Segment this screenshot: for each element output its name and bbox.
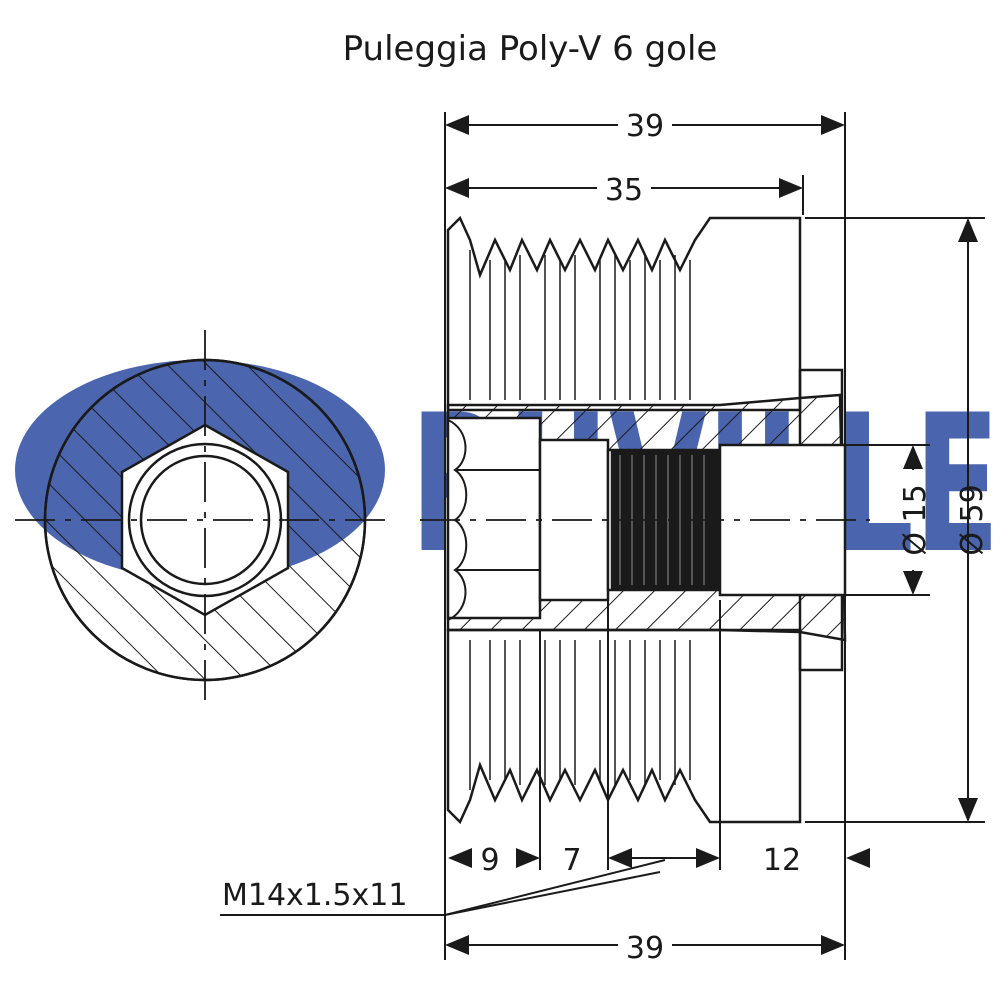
end-view [15, 330, 390, 700]
dim-overall-bottom: 39 [626, 931, 664, 966]
dim-seg-a: 9 [480, 843, 499, 878]
dim-seg-c: 12 [763, 843, 801, 878]
pulley-section [420, 215, 870, 825]
dim-bore-diameter: Ø 15 [898, 484, 933, 555]
dimension-lines [220, 112, 985, 960]
dim-seg-b: 7 [562, 843, 581, 878]
drawing-title: Puleggia Poly-V 6 gole [343, 29, 718, 69]
dimension-labels: 39 35 39 9 7 12 M14x1.5x11 Ø 15 Ø 59 [222, 105, 990, 966]
dim-pulley-width: 35 [605, 173, 643, 208]
dim-outer-diameter: Ø 59 [955, 484, 990, 555]
dim-overall-top: 39 [626, 109, 664, 144]
thread-note: M14x1.5x11 [222, 878, 407, 913]
